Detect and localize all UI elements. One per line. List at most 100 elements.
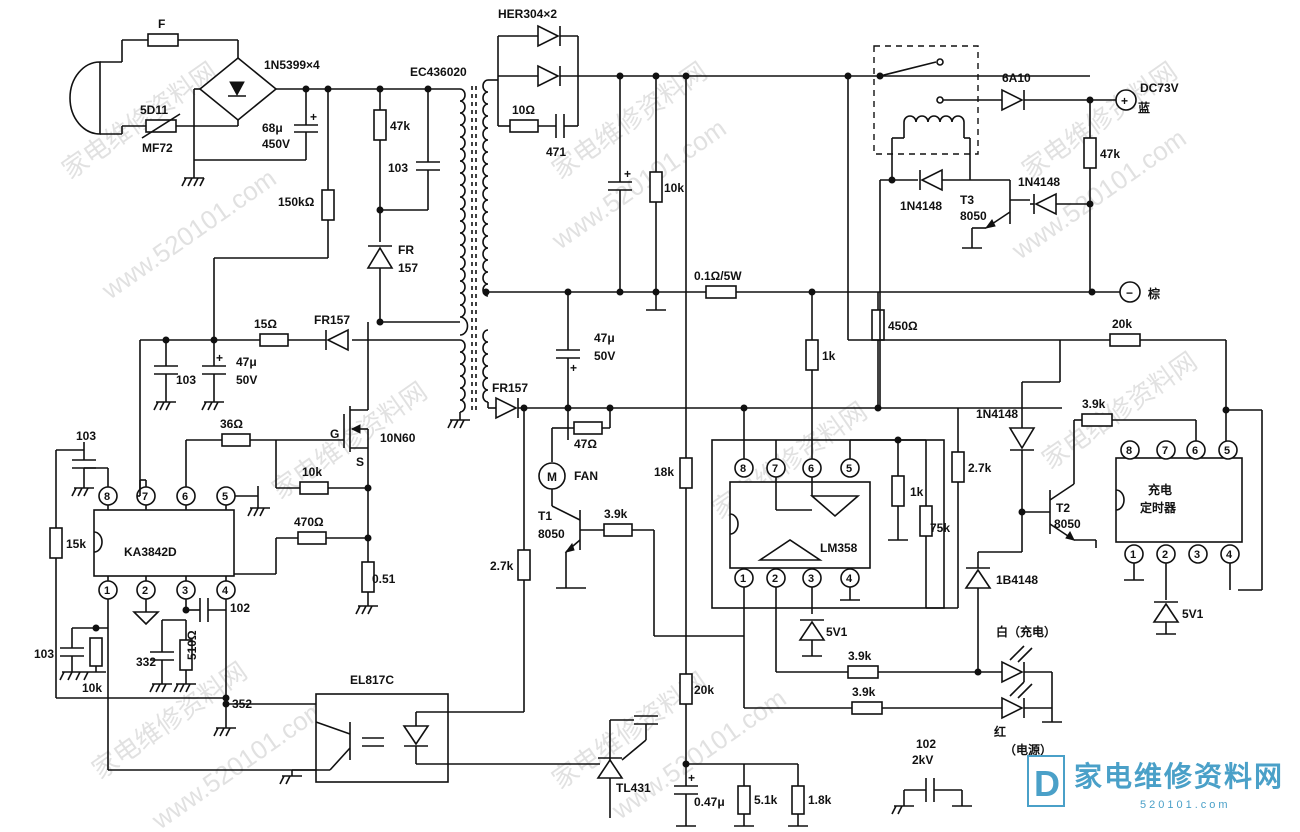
svg-text:+: + bbox=[624, 167, 631, 181]
svg-text:3.9k: 3.9k bbox=[848, 649, 872, 663]
resistor-3k9-timer bbox=[1081, 413, 1113, 427]
led-white-label: 白（充电） bbox=[996, 624, 1056, 639]
svg-text:1: 1 bbox=[104, 585, 110, 597]
lm358-label: LM358 bbox=[820, 541, 858, 555]
svg-text:1N4148: 1N4148 bbox=[900, 199, 942, 213]
svg-text:5: 5 bbox=[846, 463, 852, 475]
ground-symbol bbox=[181, 177, 205, 187]
relay-section: 6A10 + DC73V 蓝 47k 1N4148 T3 8050 1N41 bbox=[844, 45, 1179, 408]
svg-text:T3: T3 bbox=[960, 193, 974, 207]
resistor-10k-gs bbox=[299, 481, 329, 495]
diode-1n4148-timer bbox=[1008, 427, 1036, 450]
vcc-supply: FR157 15Ω + 47μ 50V 103 bbox=[139, 313, 440, 496]
svg-text:5V1: 5V1 bbox=[1182, 607, 1204, 621]
negative-terminal-label: 棕 bbox=[1147, 286, 1160, 301]
resistor-5k1 bbox=[737, 785, 751, 815]
svg-text:1: 1 bbox=[740, 573, 746, 585]
svg-text:450Ω: 450Ω bbox=[888, 319, 918, 333]
svg-text:47k: 47k bbox=[390, 119, 410, 133]
bulk-cap-voltage: 450V bbox=[262, 137, 290, 151]
logo-url: 520101.com bbox=[1140, 799, 1231, 811]
svg-text:T1: T1 bbox=[538, 509, 552, 523]
tl431 bbox=[596, 758, 624, 779]
svg-text:7: 7 bbox=[772, 463, 778, 475]
diode-1n4148-t3 bbox=[1034, 192, 1057, 216]
watermark-brand: 家电维修资料网 bbox=[56, 56, 222, 185]
svg-text:1: 1 bbox=[1130, 549, 1136, 561]
svg-text:2kV: 2kV bbox=[912, 753, 933, 767]
svg-text:7: 7 bbox=[1162, 445, 1168, 457]
resistor-36ohm bbox=[221, 433, 251, 447]
svg-text:+: + bbox=[1121, 94, 1128, 108]
svg-text:3: 3 bbox=[182, 585, 188, 597]
timer-label-2: 定时器 bbox=[1140, 500, 1177, 515]
svg-text:0.51: 0.51 bbox=[372, 572, 396, 586]
svg-text:1N4148: 1N4148 bbox=[1018, 175, 1060, 189]
svg-text:103: 103 bbox=[176, 373, 196, 387]
svg-text:1k: 1k bbox=[910, 485, 924, 499]
mosfet-label: 10N60 bbox=[380, 431, 416, 445]
ac-input-section: F 5D11 MF72 1N5399×4 + 68μ 450V bbox=[69, 17, 460, 340]
svg-text:4: 4 bbox=[846, 573, 853, 585]
site-logo: D 家电维修资料网 520101.com bbox=[1027, 755, 1284, 811]
svg-text:50V: 50V bbox=[594, 349, 615, 363]
svg-text:1.8k: 1.8k bbox=[808, 793, 832, 807]
timer-label-1: 充电 bbox=[1148, 482, 1172, 497]
svg-text:FR157: FR157 bbox=[314, 313, 350, 327]
svg-text:103: 103 bbox=[34, 647, 54, 661]
svg-text:471: 471 bbox=[546, 145, 566, 159]
output-rectifier: HER304×2 10Ω 471 + 10k bbox=[497, 7, 1090, 458]
resistor-47k-relay bbox=[1083, 137, 1097, 169]
svg-text:470Ω: 470Ω bbox=[294, 515, 324, 529]
svg-text:7: 7 bbox=[142, 491, 148, 503]
diode-1n4148-relay bbox=[920, 168, 943, 192]
negative-terminal bbox=[1119, 281, 1141, 303]
resistor-3k9-fan bbox=[603, 523, 633, 537]
svg-text:T2: T2 bbox=[1056, 501, 1070, 515]
svg-text:103: 103 bbox=[76, 429, 96, 443]
led-indicators: 3.9k 3.9k 白（充电） 红 （电源） 1B4148 bbox=[744, 512, 1062, 757]
svg-text:2: 2 bbox=[1162, 549, 1168, 561]
led-red-label: 红 bbox=[994, 724, 1006, 739]
logo-text: 家电维修资料网 bbox=[1074, 760, 1284, 792]
fuse-label: F bbox=[158, 17, 165, 31]
resistor-3k9-led1 bbox=[847, 665, 879, 679]
svg-text:3: 3 bbox=[1194, 549, 1200, 561]
svg-text:−: − bbox=[1126, 286, 1133, 300]
resistor-2k7-opto bbox=[517, 549, 531, 581]
svg-text:6: 6 bbox=[182, 491, 188, 503]
svg-text:47Ω: 47Ω bbox=[574, 437, 597, 451]
resistor-10k-rt bbox=[89, 637, 103, 667]
svg-text:3.9k: 3.9k bbox=[604, 507, 628, 521]
svg-text:50V: 50V bbox=[236, 373, 257, 387]
bridge-label: 1N5399×4 bbox=[264, 58, 320, 72]
svg-text:150kΩ: 150kΩ bbox=[278, 195, 315, 209]
svg-text:2.7k: 2.7k bbox=[968, 461, 992, 475]
resistor-470ohm bbox=[297, 531, 327, 545]
ic-lm358: LM358 8 7 6 5 1 2 3 4 1k 75k 5V1 bbox=[711, 292, 992, 708]
bulk-cap-value: 68μ bbox=[262, 121, 283, 135]
diode-fr157 bbox=[366, 246, 394, 269]
svg-text:10k: 10k bbox=[82, 681, 102, 695]
svg-text:8050: 8050 bbox=[538, 527, 565, 541]
svg-text:75k: 75k bbox=[930, 521, 950, 535]
svg-text:+: + bbox=[310, 110, 317, 124]
svg-text:2: 2 bbox=[142, 585, 148, 597]
resistor-18k bbox=[679, 457, 693, 489]
resistor-3k9-led2 bbox=[851, 701, 883, 715]
svg-text:1N4148: 1N4148 bbox=[976, 407, 1018, 421]
svg-text:8050: 8050 bbox=[1054, 517, 1081, 531]
svg-text:4: 4 bbox=[1226, 549, 1233, 561]
svg-text:10Ω: 10Ω bbox=[512, 103, 535, 117]
thermistor-model: MF72 bbox=[142, 141, 173, 155]
svg-text:5: 5 bbox=[222, 491, 228, 503]
svg-text:FR: FR bbox=[398, 243, 414, 257]
svg-text:G: G bbox=[330, 427, 339, 441]
svg-text:6A10: 6A10 bbox=[1002, 71, 1031, 85]
svg-text:3.9k: 3.9k bbox=[852, 685, 876, 699]
transformer-ec436020: EC436020 bbox=[410, 65, 498, 429]
resistor-47ohm bbox=[573, 421, 603, 435]
svg-text:4: 4 bbox=[222, 585, 229, 597]
svg-text:3: 3 bbox=[808, 573, 814, 585]
svg-text:47k: 47k bbox=[1100, 147, 1120, 161]
